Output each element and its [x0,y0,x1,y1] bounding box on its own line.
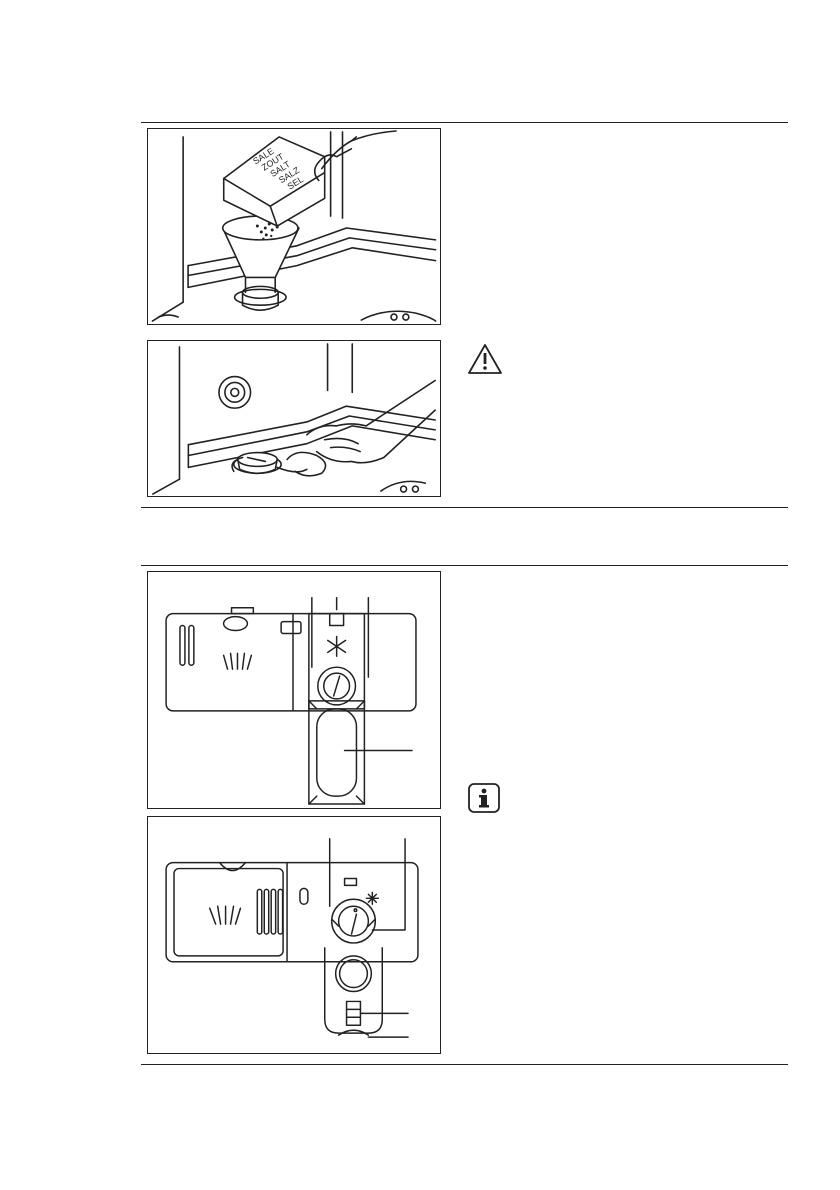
dispenser-open-illustration [148,572,440,808]
figure-fill-salt-container: SALE ZOUT SALT SALZ SEL [147,128,441,325]
section-rule-mid-2 [141,565,788,566]
figure-clean-salt-spill [147,340,441,497]
warning-icon [467,343,503,375]
section-rule-mid-1 [141,507,788,508]
section-rule-bottom [141,1064,788,1065]
figure-rinse-aid-dispenser-closed [147,816,441,1054]
figure-rinse-aid-dispenser-open [147,571,441,809]
section-rule-top [141,122,788,123]
info-icon [468,783,500,813]
dispenser-closed-illustration [148,817,440,1053]
salt-pour-illustration: SALE ZOUT SALT SALZ SEL [148,129,440,324]
salt-clean-illustration [148,341,440,496]
